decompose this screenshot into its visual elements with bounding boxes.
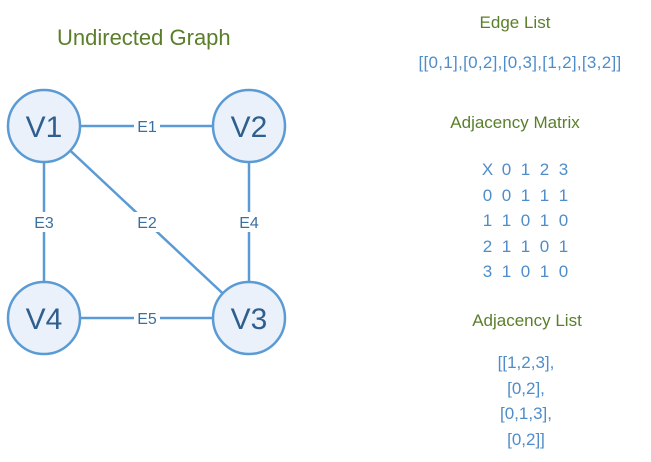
graph-title: Undirected Graph [57,25,231,50]
vertex-label-v1: V1 [26,111,63,144]
matrix-cell: 0 [501,160,512,179]
adjacency-list-line: [0,2]] [507,429,545,449]
vertex-v4 [6,280,82,356]
matrix-cell: 0 [482,185,493,205]
adjacency-list-line: [[1,2,3], [497,353,555,372]
matrix-cell: 1 [501,236,512,256]
edge-label-e5: E5 [137,311,157,328]
vertex-label-v3: V3 [231,303,268,336]
edge-label-bg-e5 [134,308,160,328]
matrix-cell: X [481,160,494,179]
matrix-cell: 1 [539,211,550,230]
matrix-cell: 3 [482,262,493,281]
matrix-cell: 1 [482,211,493,230]
matrix-cell: 1 [539,262,550,281]
matrix-cell: 0 [558,262,569,281]
edge-label-bg-e3 [31,212,57,232]
matrix-cell: 3 [558,160,569,179]
adjacency-list: [[1,2,3], [0,2], [0,1,3], [0,2]] [456,350,596,452]
matrix-cell: 0 [501,185,512,205]
matrix-cell: 0 [558,211,569,230]
matrix-cell: 1 [520,236,531,256]
vertex-label-v2: V2 [231,111,268,144]
edge-label-bg-e4 [236,212,262,232]
adjacency-list-line: [0,2], [507,378,545,398]
matrix-cell: 1 [501,211,512,230]
matrix-cell: 1 [520,160,531,179]
vertex-v2 [211,88,287,164]
matrix-cell: 0 [520,262,531,281]
edge-list-title: Edge List [479,13,551,32]
matrix-cell: 2 [539,160,550,179]
matrix-cell: 1 [558,236,569,256]
adjacency-matrix-title: Adjacency Matrix [450,113,580,132]
matrix-cell: 0 [539,236,550,256]
adjacency-list-title: Adjacency List [472,311,582,330]
matrix-cell: 1 [501,262,512,281]
vertex-v3 [211,280,287,356]
edge-label-bg-e1 [134,116,160,136]
adjacency-list-line: [0,1,3], [500,404,552,423]
matrix-cell: 1 [539,185,550,205]
edge-label-e1: E1 [137,119,157,136]
vertex-v1 [6,88,82,164]
matrix-cell: 1 [558,185,569,205]
matrix-cell: 2 [482,236,493,256]
edge-list-value: [[0,1],[0,2],[0,3],[1,2],[3,2]] [418,53,622,72]
edge-label-bg-e2 [134,212,160,232]
edge-label-e4: E4 [239,215,259,232]
matrix-cell: 1 [520,185,531,205]
edge-label-e2: E2 [137,215,157,232]
matrix-cell: 0 [520,211,531,230]
edge-label-e3: E3 [34,215,54,232]
vertex-label-v4: V4 [26,303,63,336]
